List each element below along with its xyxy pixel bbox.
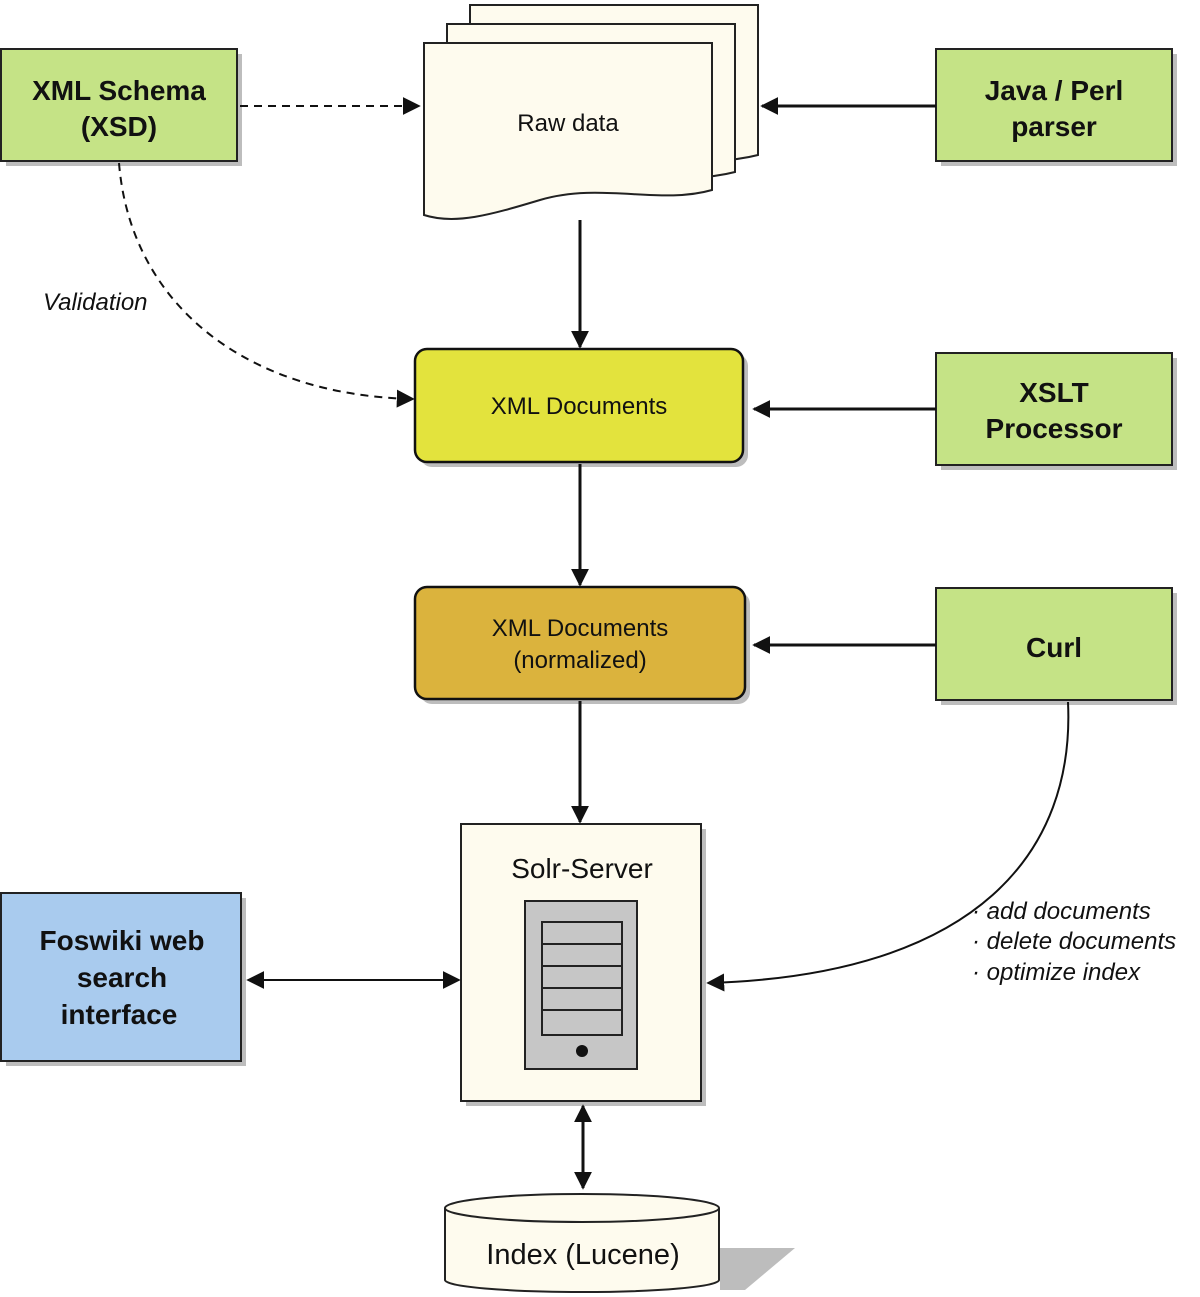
java-perl-label-2: parser xyxy=(1011,111,1097,142)
xslt-processor-node: XSLT Processor xyxy=(935,352,1177,470)
solr-server-label: Solr-Server xyxy=(511,853,653,884)
edge-validation xyxy=(118,162,415,408)
solr-server-node: Solr-Server xyxy=(460,823,706,1106)
curl-label: Curl xyxy=(1026,632,1082,663)
xslt-label-2: Processor xyxy=(986,413,1123,444)
curl-action-delete: · delete documents xyxy=(972,928,1176,955)
foswiki-label-2: search xyxy=(77,962,167,993)
xml-schema-label-1: XML Schema xyxy=(32,75,206,106)
curl-action-optimize: · optimize index xyxy=(972,959,1141,986)
java-perl-parser-node: Java / Perl parser xyxy=(935,48,1177,166)
raw-data-label: Raw data xyxy=(517,110,619,137)
java-perl-label-1: Java / Perl xyxy=(985,75,1124,106)
xml-normalized-label-2: (normalized) xyxy=(513,647,646,674)
index-label: Index (Lucene) xyxy=(486,1239,679,1271)
xslt-label-1: XSLT xyxy=(1019,377,1088,408)
xml-normalized-label-1: XML Documents xyxy=(492,615,669,642)
foswiki-label-1: Foswiki web xyxy=(40,925,205,956)
raw-data-node: Raw data xyxy=(423,4,759,220)
xml-documents-node: XML Documents xyxy=(413,347,748,467)
curl-action-add: · add documents xyxy=(972,898,1151,925)
curl-node: Curl xyxy=(935,587,1177,705)
foswiki-label-3: interface xyxy=(61,999,178,1030)
edge-curl-to-solr xyxy=(706,701,1070,992)
xml-normalized-node: XML Documents (normalized) xyxy=(413,585,750,704)
validation-label: Validation xyxy=(43,289,148,316)
index-node: Index (Lucene) xyxy=(444,1193,795,1293)
server-icon xyxy=(524,900,638,1070)
foswiki-node: Foswiki web search interface xyxy=(0,892,246,1066)
xml-schema-node: XML Schema (XSD) xyxy=(0,48,242,166)
xml-schema-label-2: (XSD) xyxy=(81,111,157,142)
xml-documents-label: XML Documents xyxy=(491,393,668,420)
